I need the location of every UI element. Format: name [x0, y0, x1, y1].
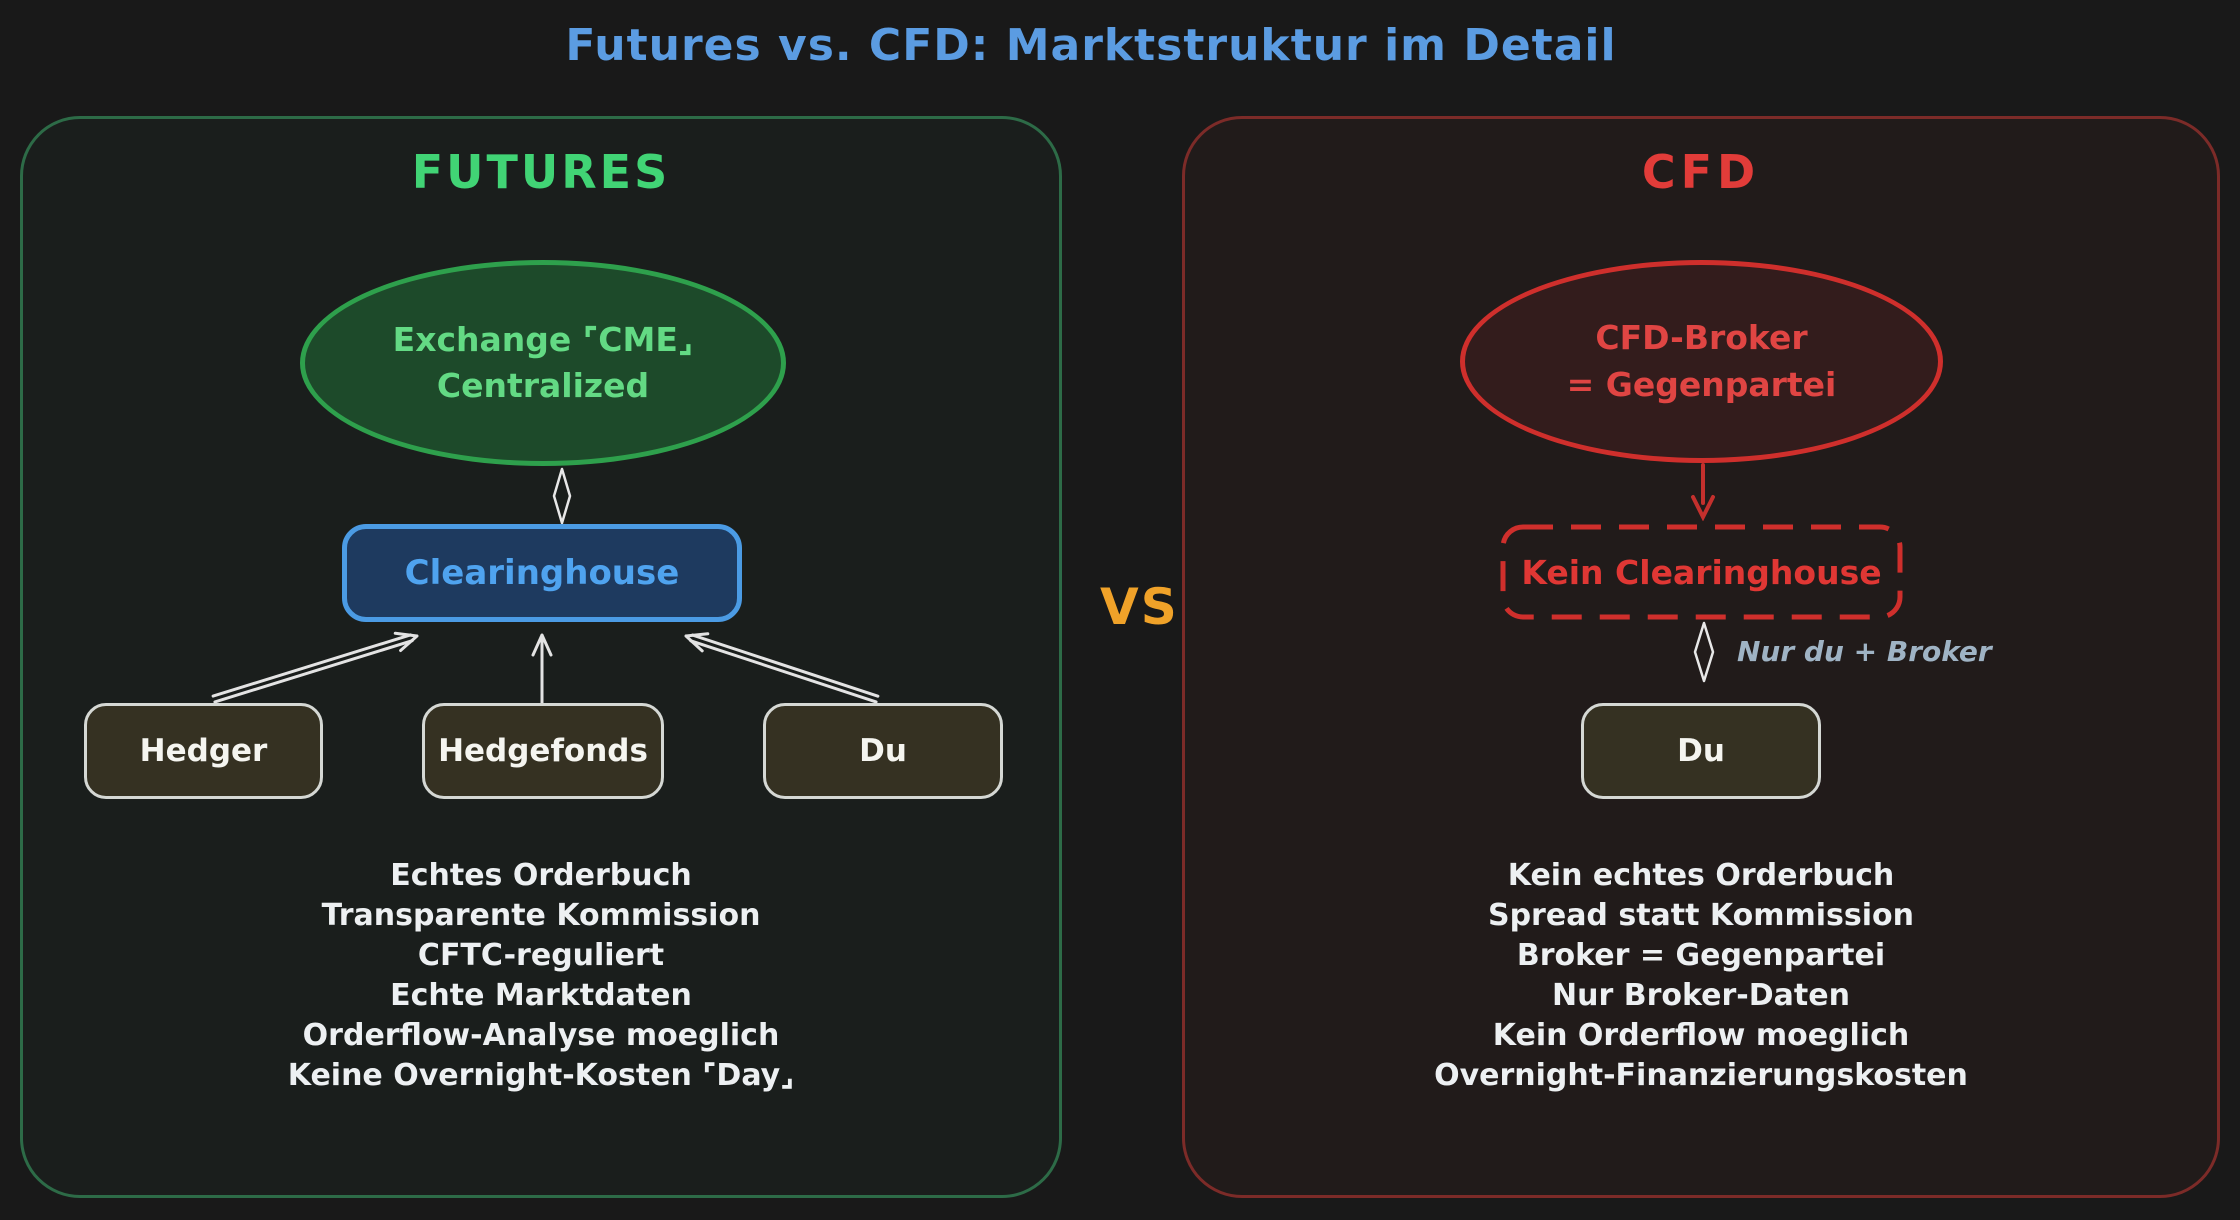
cfd-broker-ellipse-line2: = Gegenpartei — [1566, 364, 1837, 404]
cfd-broker-ellipse-line1: CFD-Broker — [1595, 318, 1808, 358]
exchange-ellipse: Exchange ⌜CME⌟ Centralized — [300, 260, 786, 466]
vs-label: VS — [1100, 578, 1179, 636]
cfd-point: Nur Broker-Daten — [1552, 978, 1850, 1013]
futures-point: Echtes Orderbuch — [390, 858, 692, 893]
up-arrows-icon — [211, 631, 880, 707]
no-clearinghouse-box: Kein Clearinghouse — [1500, 524, 1903, 620]
du-box-futures: Du — [763, 703, 1003, 799]
page-title: Futures vs. CFD: Marktstruktur im Detail — [565, 20, 1617, 71]
cfd-points-list: Kein echtes Orderbuch Spread statt Kommi… — [1185, 856, 2217, 1096]
cfd-heading: CFD — [1641, 145, 1761, 199]
down-arrow-icon — [1691, 463, 1715, 521]
nur-du-broker-label: Nur du + Broker — [1737, 635, 1992, 668]
futures-point: Transparente Kommission — [321, 898, 761, 933]
hedgefonds-box: Hedgefonds — [422, 703, 664, 799]
futures-points-list: Echtes Orderbuch Transparente Kommission… — [23, 856, 1059, 1096]
futures-heading: FUTURES — [411, 145, 671, 199]
dashed-border — [1500, 524, 1903, 620]
cfd-broker-ellipse: CFD-Broker = Gegenpartei — [1460, 260, 1943, 463]
cfd-point: Broker = Gegenpartei — [1516, 938, 1886, 973]
hedger-box: Hedger — [84, 703, 323, 799]
futures-point: Orderflow-Analyse moeglich — [302, 1018, 780, 1053]
cfd-point: Kein echtes Orderbuch — [1507, 858, 1895, 893]
futures-point: Echte Marktdaten — [390, 978, 692, 1013]
du-box-cfd: Du — [1581, 703, 1821, 799]
futures-point: CFTC-reguliert — [417, 938, 665, 973]
cfd-point: Kein Orderflow moeglich — [1492, 1018, 1910, 1053]
cfd-point: Spread statt Kommission — [1487, 898, 1915, 933]
no-clearinghouse-label: Kein Clearinghouse — [1521, 552, 1882, 592]
exchange-ellipse-line1: Exchange ⌜CME⌟ — [392, 319, 694, 359]
futures-panel: FUTURES Exchange ⌜CME⌟ Centralized Clear… — [20, 116, 1062, 1198]
futures-point: Keine Overnight-Kosten ⌜Day⌟ — [287, 1058, 795, 1093]
cfd-panel: CFD CFD-Broker = Gegenpartei Kein Cleari… — [1182, 116, 2220, 1198]
bidirectional-arrow-icon — [552, 467, 572, 525]
bidirectional-arrow-icon — [1693, 621, 1715, 683]
cfd-point: Overnight-Finanzierungskosten — [1434, 1058, 1968, 1093]
clearinghouse-box: Clearinghouse — [342, 524, 742, 622]
exchange-ellipse-line2: Centralized — [436, 366, 650, 405]
